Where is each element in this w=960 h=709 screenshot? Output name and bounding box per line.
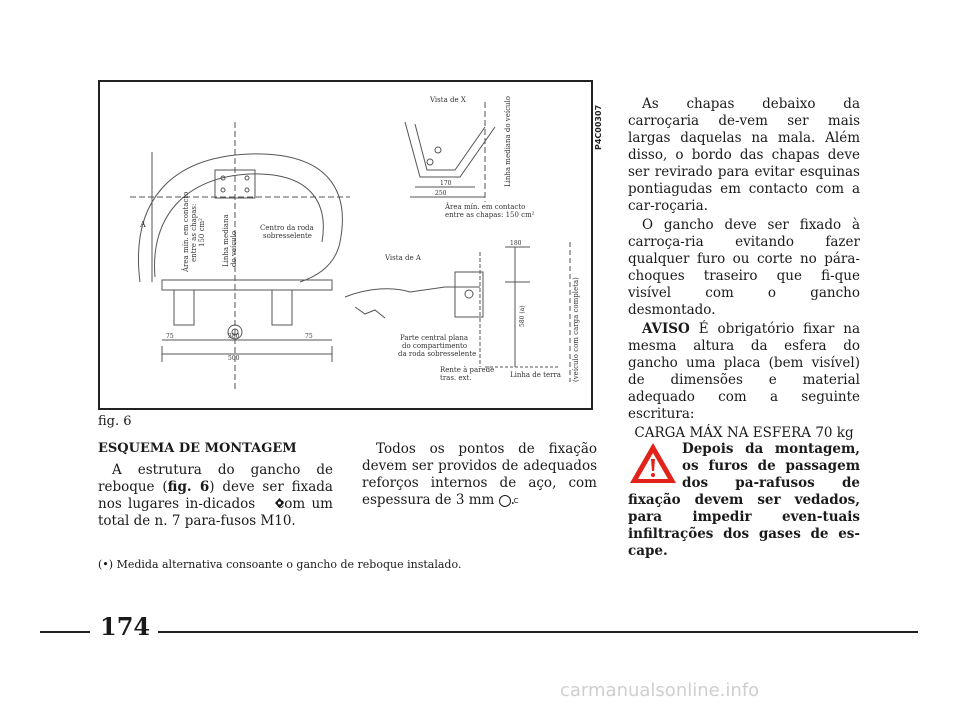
reference-c-icon: C — [498, 495, 518, 507]
figure-reference: fig. 6 — [167, 479, 210, 495]
section-heading: ESQUEMA DE MONTAGEM — [98, 441, 297, 456]
wheel-well-outline — [138, 153, 343, 283]
aviso-label: AVISO — [642, 321, 690, 337]
watermark: carmanualsonline.info — [560, 680, 760, 701]
page-number: 174 — [100, 612, 151, 641]
figure-6-diagram: Vista de X Linha mediana do veículo Área… — [98, 80, 593, 410]
column-3: As chapas debaixo da carroçaria de-vem s… — [628, 96, 860, 442]
profile-a — [344, 286, 480, 298]
figure-code: P4C00307 — [594, 104, 603, 150]
dim-75-a: 75 — [166, 333, 174, 340]
label-parte-central-1: Parte central plana — [400, 334, 468, 342]
label-vista-x: Vista de X — [429, 96, 466, 104]
label-rente-parede-2: tras. ext. — [440, 374, 472, 382]
dim-250: 250 — [435, 190, 447, 197]
column-1: A estrutura do gancho de reboque (fig. 6… — [98, 462, 333, 530]
paragraph-1: As chapas debaixo da carroçaria de-vem s… — [628, 96, 860, 214]
paragraph-3: AVISO É obrigatório fixar na mesma altur… — [628, 321, 860, 423]
warning-icon — [628, 441, 682, 487]
label-area-min-left-3: 150 cm² — [198, 218, 206, 247]
ball-mount — [227, 324, 243, 340]
bracket-x — [404, 121, 496, 178]
label-linha-terra: Linha de terra — [510, 371, 561, 379]
crossbar — [161, 279, 333, 291]
text-part-b: ) deve ser fixada nos lugares in-dicados — [98, 479, 333, 512]
label-area-min-left-2: entre as chapas: — [190, 204, 198, 262]
reinforcement-text: Todos os pontos de fixação devem ser pro… — [362, 441, 597, 508]
dim-500: 500 — [228, 355, 240, 362]
column-2: Todos os pontos de fixação devem ser pro… — [362, 441, 597, 509]
warning-text: Depois da montagem, os furos de passagem… — [628, 441, 860, 559]
period: . — [510, 492, 515, 508]
dim-170: 170 — [440, 180, 452, 187]
dim-580: 580 (a) — [519, 305, 526, 327]
dim-180: 180 — [510, 240, 522, 247]
label-parte-central-3: da roda sobresselente — [398, 350, 476, 358]
mounting-paragraph: A estrutura do gancho de reboque (fig. 6… — [98, 462, 333, 530]
aviso-text: É obrigatório fixar na mesma altura da e… — [628, 321, 860, 422]
label-linha-mediana-2: do veículo — [230, 231, 238, 267]
footer-rule-left — [40, 631, 90, 633]
mounting-point-icon — [261, 496, 285, 508]
label-area-min-left-1: Área mín. em contacto — [181, 192, 190, 273]
paragraph-2: O gancho deve ser fixado à carroça-ria e… — [628, 217, 860, 318]
label-linha-mediana-1: Linha mediana — [222, 214, 230, 267]
label-area-min-x-2: entre as chapas: 150 cm² — [445, 211, 535, 219]
text-part-a: A estrutura do gancho de reboque ( — [98, 462, 333, 495]
label-view-a-arrow: A — [139, 220, 146, 229]
dim-75-b: 75 — [305, 333, 313, 340]
warning-box: Depois da montagem, os furos de passagem… — [628, 441, 860, 560]
label-parte-central-2: do compartimento — [402, 342, 467, 350]
label-centro-roda-2: sobresselente — [263, 232, 312, 240]
label-linha-mediana-x: Linha mediana do veículo — [504, 96, 512, 187]
label-veiculo-carga: (veículo com carga completa) — [572, 277, 580, 382]
towbar-diagram: Vista de X Linha mediana do veículo Área… — [130, 96, 580, 392]
figure-caption: fig. 6 — [98, 414, 132, 429]
dim-380: 380 — [228, 333, 240, 340]
text-part-c: com um total de n. 7 para-fusos M10. — [98, 496, 333, 529]
label-area-min-x-1: Área mín. em contacto — [444, 202, 525, 211]
footer-rule-right — [158, 631, 918, 633]
label-centro-roda-1: Centro da roda — [260, 224, 314, 232]
reinforcement-paragraph: Todos os pontos de fixação devem ser pro… — [362, 441, 597, 509]
label-rente-parede-1: Rente à parede — [440, 365, 494, 374]
footnote: (•) Medida alternativa consoante o ganch… — [98, 558, 462, 571]
label-vista-a: Vista de A — [384, 254, 422, 262]
load-label-text: CARGA MÁX NA ESFERA 70 kg — [634, 425, 854, 441]
